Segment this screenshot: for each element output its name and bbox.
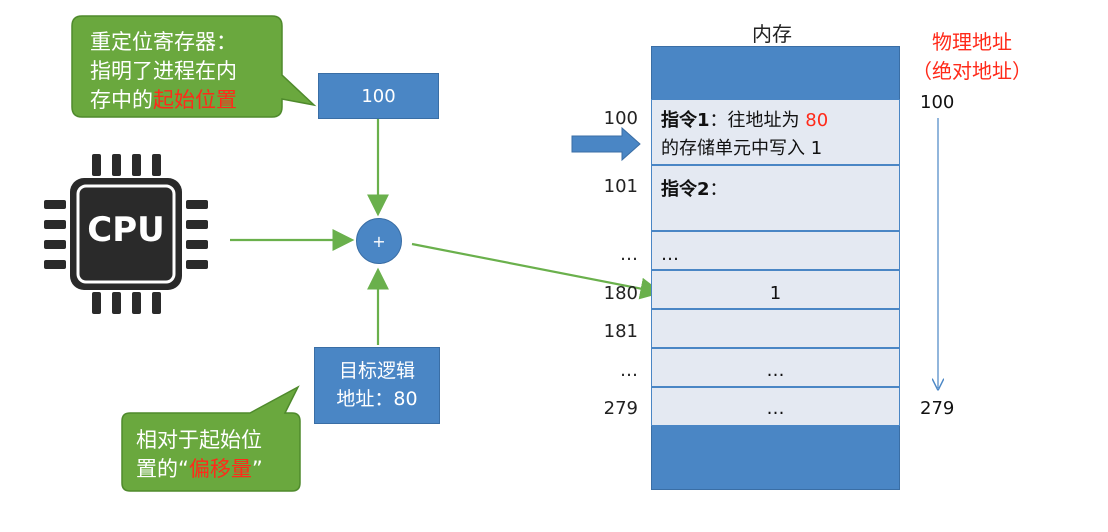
adder-plus-symbol: + (372, 231, 386, 251)
relocation-register-value: 100 (361, 85, 396, 107)
instruction-1-address: 80 (805, 110, 829, 131)
memory-cell-180 (651, 270, 900, 309)
relocation-register-box: 100 (318, 73, 439, 119)
physical-title-line1: 物理地址 (932, 30, 1012, 54)
physical-address-title: 物理地址 （绝对地址） (902, 28, 1042, 86)
callout-top-highlight: 起始位置 (153, 88, 237, 112)
instruction-2-text: 指令2： (661, 179, 728, 200)
address-label: 180 (603, 283, 638, 304)
pointer-block-arrow (571, 126, 641, 162)
instruction-1-text: 指令1：往地址为 80 的存储单元中写入 1 (661, 110, 829, 159)
address-label: 101 (603, 176, 638, 197)
adder-to-memory-arrow (411, 242, 663, 300)
callout-top-line2: 指明了进程在内 (90, 59, 237, 83)
adder-circle: + (356, 218, 402, 264)
physical-end-address: 279 (920, 398, 955, 419)
physical-start-address: 100 (920, 92, 955, 113)
callout-top-text: 重定位寄存器： 指明了进程在内 存中的起始位置 (90, 28, 237, 115)
address-label: … (620, 360, 638, 381)
callout-top-line1: 重定位寄存器： (90, 30, 237, 54)
address-label: 181 (603, 321, 638, 342)
instruction-1-label: 指令1 (661, 110, 710, 131)
cpu-label: CPU (87, 210, 165, 250)
callout-bubble-top (71, 15, 317, 118)
cell-180-value: 1 (769, 283, 782, 304)
memory-title: 内存 (752, 22, 792, 46)
callout-bottom-text: 相对于起始位 置的“偏移量” (136, 426, 263, 484)
address-label: 100 (603, 108, 638, 129)
cpu-chip-icon (44, 154, 208, 314)
address-label: 279 (603, 398, 638, 419)
callout-top-line3: 存中的起始位置 (90, 88, 237, 112)
memory-cells (651, 99, 900, 429)
callout-bottom-line2: 置的“偏移量” (136, 457, 263, 481)
memory-cell-101 (651, 165, 900, 231)
callout-bubble-bottom (121, 385, 301, 492)
target-logical-address-box: 目标逻辑 地址：80 (314, 347, 440, 424)
memory-cell-ellipsis-1 (651, 231, 900, 270)
memory-cell-ellipsis-2 (651, 348, 900, 387)
physical-title-line2: （绝对地址） (912, 59, 1032, 83)
address-label: … (620, 244, 638, 265)
callout-bottom-highlight: 偏移量 (188, 457, 252, 481)
cell-ellipsis-text: … (766, 360, 785, 381)
memory-cell-181 (651, 309, 900, 348)
memory-cell-100 (651, 99, 900, 165)
cell-ellipsis-text: … (766, 398, 785, 419)
callout-bottom-line1: 相对于起始位 (136, 428, 262, 452)
memory-cell-279 (651, 387, 900, 426)
target-box-line2: 地址：80 (336, 388, 418, 410)
cell-ellipsis-text: … (661, 244, 679, 265)
instruction-2-label: 指令2 (661, 179, 710, 200)
target-box-line1: 目标逻辑 (338, 360, 415, 382)
